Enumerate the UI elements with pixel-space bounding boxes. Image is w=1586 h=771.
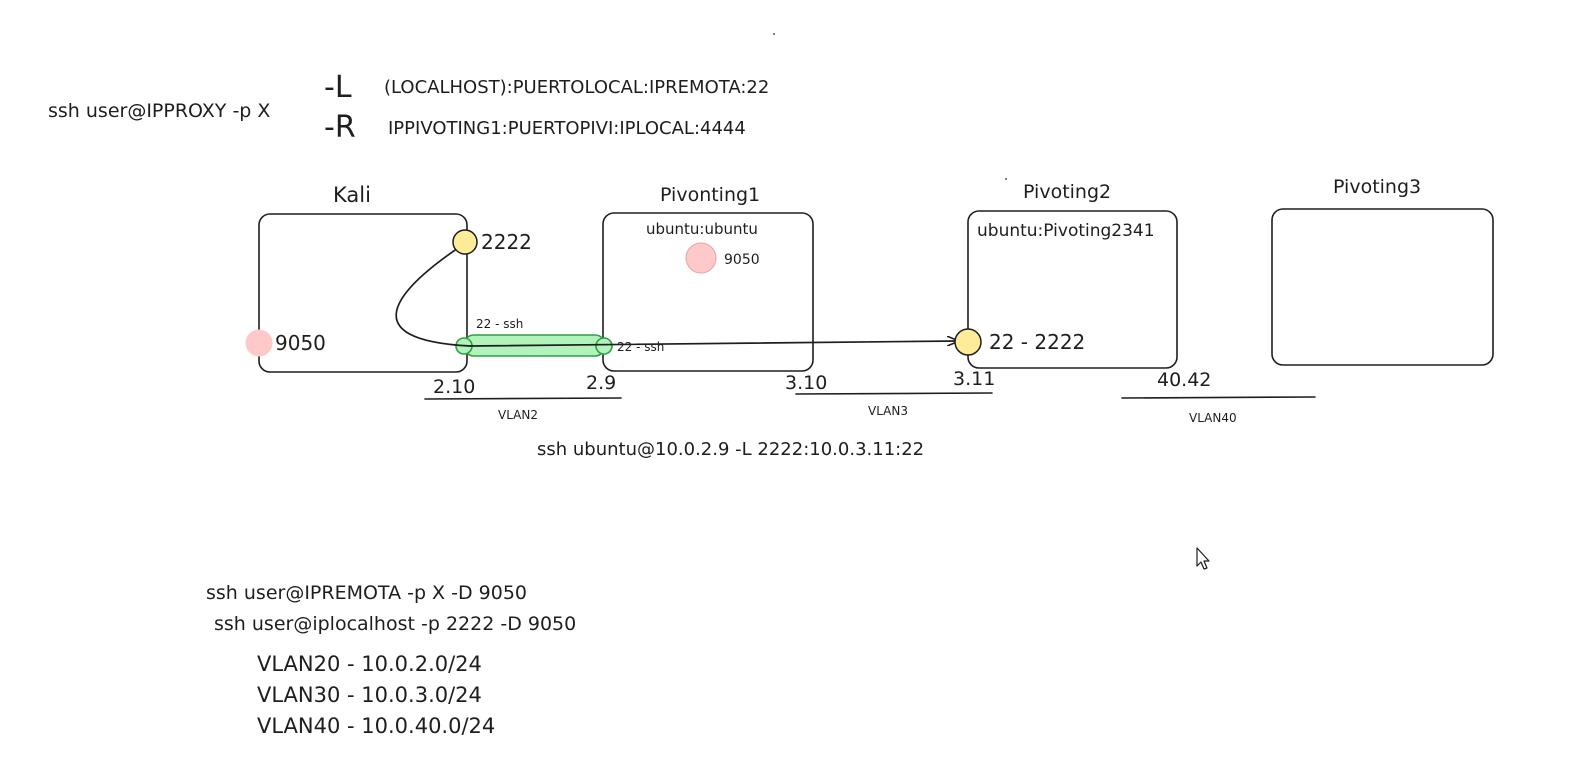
vlan2-line [424, 397, 622, 400]
kali-port-9050: 9050 [245, 329, 326, 357]
subnet-vlan40: VLAN40 - 10.0.40.0/24 [257, 714, 495, 738]
flag-r: -R [324, 110, 356, 145]
host-box-pivoting3 [1271, 208, 1494, 366]
tunnel-label: 22 - ssh [476, 317, 523, 331]
vlan2-label: VLAN2 [498, 408, 538, 422]
piv2-port: 22 - 2222 [954, 328, 1085, 356]
creds-pivoting2: ubuntu:Pivoting2341 [977, 221, 1155, 241]
piv1-port-label: 9050 [724, 252, 760, 268]
host-pivoting2: Pivoting2 ubuntu:Pivoting2341 [967, 181, 1178, 369]
ip-piv1-vlan2: 2.9 [586, 372, 616, 394]
forward-arrow [469, 341, 958, 347]
piv1-ssh-port-label: 22 - ssh [617, 340, 664, 354]
ip-kali-vlan2: 2.10 [433, 376, 475, 398]
host-pivoting3: Pivoting3 [1271, 176, 1494, 366]
subnet-vlan20: VLAN20 - 10.0.2.0/24 [257, 652, 482, 676]
ssh-tunnel: 22 - ssh 22 - ssh [455, 317, 664, 357]
vlan3-label: VLAN3 [868, 404, 908, 418]
forward-command: ssh ubuntu@10.0.2.9 -L 2222:10.0.3.11:22 [537, 439, 924, 460]
ip-piv2-vlan40: 40.42 [1157, 369, 1211, 391]
port-dot-red [245, 329, 273, 357]
stray-dot [773, 33, 775, 35]
host-pivoting1: Pivonting1 ubuntu:ubuntu [602, 184, 814, 372]
flag-l: -L [324, 70, 352, 105]
host-box-pivoting2 [967, 210, 1178, 369]
ip-piv2-vlan3: 3.11 [953, 368, 995, 390]
header-cmd-base: ssh user@IPPROXY -p X [48, 100, 270, 122]
forward-loop-curve [395, 243, 471, 347]
port-dot-red [685, 242, 717, 274]
host-title-pivoting3: Pivoting3 [1333, 176, 1421, 198]
host-title-pivoting2: Pivoting2 [1023, 181, 1111, 203]
piv1-port-9050: 9050 [685, 242, 760, 274]
kali-port-2222: 2222 [452, 229, 532, 255]
piv2-port-label: 22 - 2222 [989, 330, 1085, 354]
header-command: ssh user@IPPROXY -p X -L (LOCALHOST):PUE… [48, 70, 769, 145]
host-box-pivoting1 [602, 212, 814, 372]
kali-port-top-label: 2222 [481, 230, 532, 254]
host-title-pivoting1: Pivonting1 [660, 184, 760, 206]
vlan40-line [1121, 396, 1316, 399]
ip-piv1-vlan3: 3.10 [785, 372, 827, 394]
socks-cmd-2: ssh user@iplocalhost -p 2222 -D 9050 [214, 613, 576, 635]
port-dot-yellow [954, 328, 982, 356]
creds-pivoting1: ubuntu:ubuntu [646, 220, 758, 238]
flag-l-args: (LOCALHOST):PUERTOLOCAL:IPREMOTA:22 [384, 77, 769, 98]
tunnel-end-right [595, 337, 613, 355]
socks-cmd-1: ssh user@IPREMOTA -p X -D 9050 [206, 582, 527, 604]
stray-dot [1005, 178, 1007, 180]
mouse-cursor-icon [1196, 547, 1210, 570]
flag-r-args: IPPIVOTING1:PUERTOPIVI:IPLOCAL:4444 [388, 118, 746, 139]
host-kali: Kali [258, 183, 468, 373]
host-box-kali [258, 213, 468, 373]
kali-port-left-label: 9050 [275, 331, 326, 355]
port-dot-yellow [452, 229, 478, 255]
host-title-kali: Kali [333, 183, 371, 207]
vlan3-line [795, 392, 993, 395]
subnet-vlan30: VLAN30 - 10.0.3.0/24 [257, 683, 482, 707]
vlan40-label: VLAN40 [1189, 411, 1237, 425]
